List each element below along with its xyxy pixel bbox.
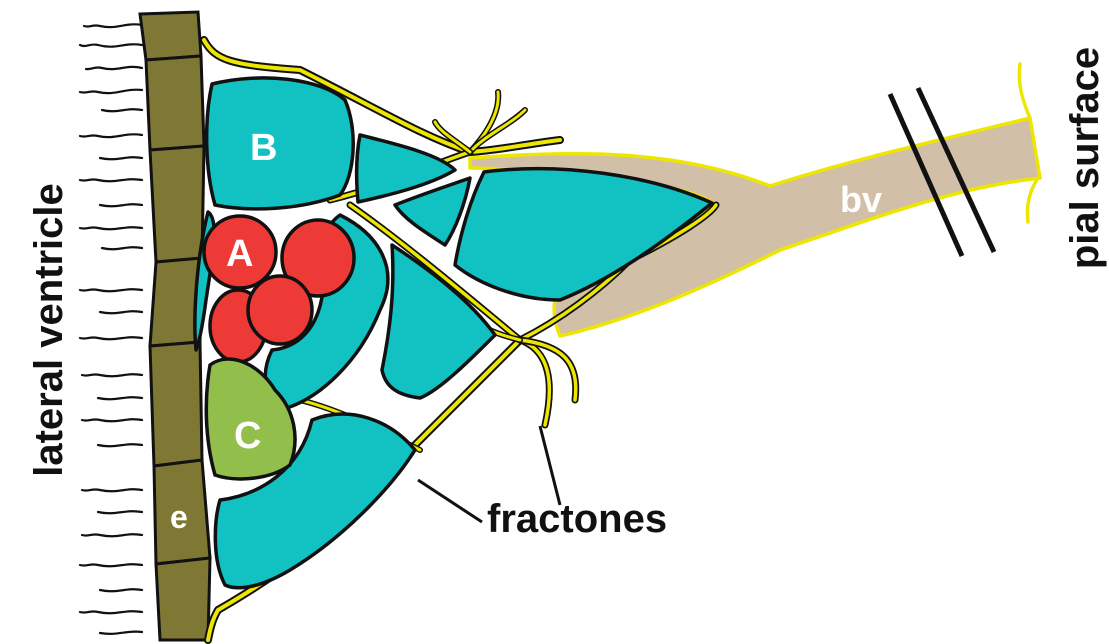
cell-a-label: A (226, 233, 253, 275)
ependymal-cell (140, 12, 201, 60)
cell-c-label: C (234, 415, 261, 457)
blood-vessel-label: bv (840, 179, 882, 220)
fractones-callout: fractones (418, 426, 667, 541)
cell-b-label: B (250, 127, 277, 169)
ependymal-cell (150, 342, 202, 466)
ependymal-label: e (170, 499, 188, 535)
type-a-cell (248, 276, 312, 344)
ependymal-cilia (80, 24, 142, 634)
fractones-pointer-line (540, 426, 560, 505)
fractones-pointer-line (418, 480, 482, 522)
ependymal-cell (146, 56, 204, 150)
lateral-ventricle-label: lateral ventricle (27, 183, 71, 477)
ependymal-cell (150, 146, 204, 262)
ependymal-cell (156, 558, 210, 640)
pial-surface-label: pial surface (1063, 47, 1107, 269)
fractones-label: fractones (487, 497, 667, 541)
type-b-cell (207, 78, 354, 209)
